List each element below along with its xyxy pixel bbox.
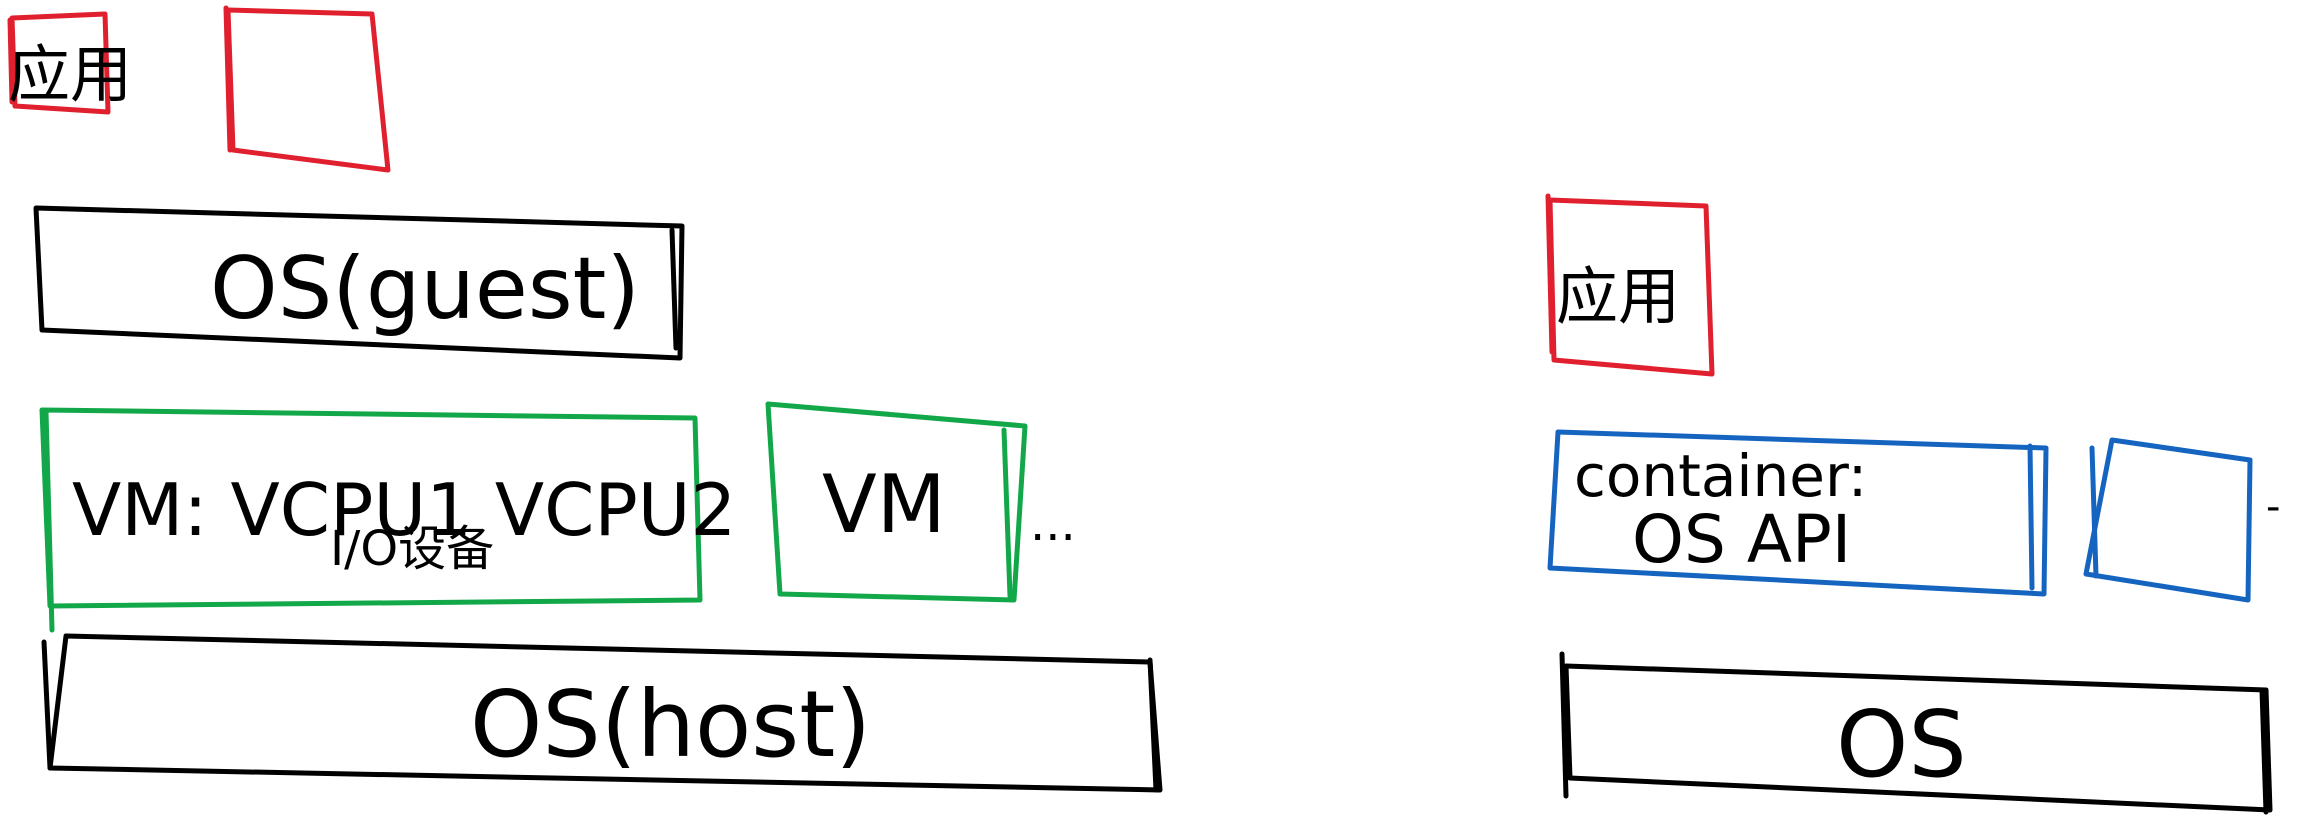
guest-os-box: OS(guest) xyxy=(33,205,685,361)
container-box-empty: - xyxy=(2083,437,2280,603)
right-os-label: OS xyxy=(1836,691,1967,798)
container-box: container: OS API xyxy=(1547,429,2049,597)
vm-second-label: VM xyxy=(822,458,946,551)
vm-main-label: VM: VCPU1 VCPU2 xyxy=(72,468,736,552)
left-app-box: 应用 xyxy=(7,11,132,115)
vm-second-box: VM ... xyxy=(765,401,1076,603)
right-app-box: 应用 xyxy=(1545,193,1715,377)
right-os-box: OS xyxy=(1559,651,2273,815)
vm-main-sublabel: I/O设备 xyxy=(330,521,494,577)
container-sublabel: OS API xyxy=(1632,501,1851,578)
container-label: container: xyxy=(1574,442,1867,510)
guest-os-label: OS(guest) xyxy=(210,239,640,339)
right-app-label: 应用 xyxy=(1556,260,1680,333)
host-os-label: OS(host) xyxy=(470,671,871,778)
container-more: - xyxy=(2266,484,2280,530)
vm-more-ellipsis: ... xyxy=(1030,496,1076,552)
host-os-box: OS(host) xyxy=(41,633,1163,793)
left-app-box-empty xyxy=(223,5,391,173)
vm-main-box: VM: VCPU1 VCPU2 I/O设备 xyxy=(39,407,736,633)
left-app-label: 应用 xyxy=(8,38,132,111)
